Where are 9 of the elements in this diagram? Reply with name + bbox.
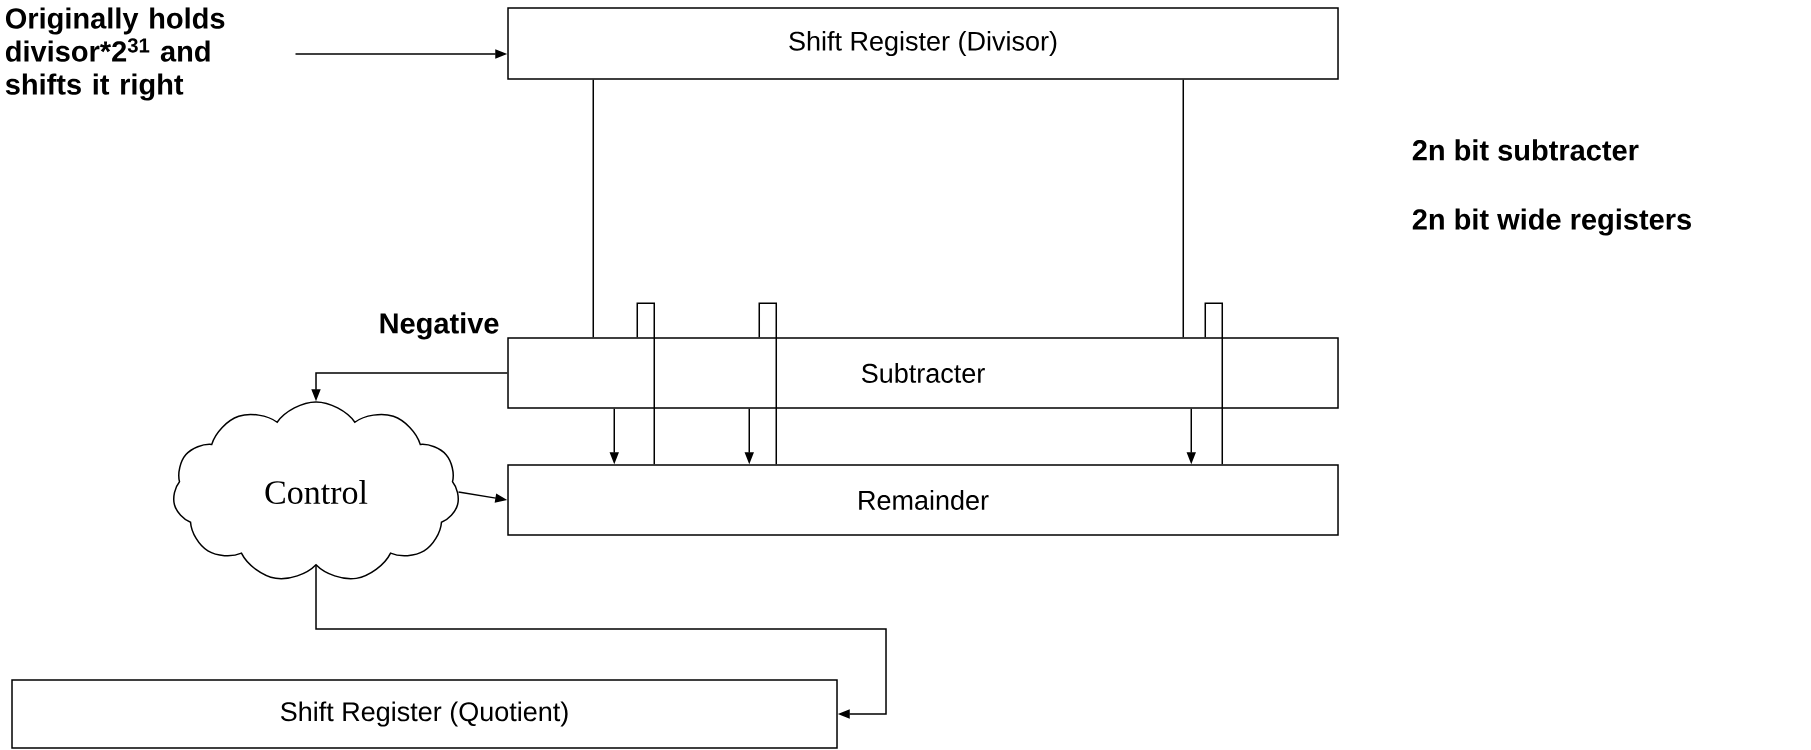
register-box: Remainder	[507, 464, 1339, 536]
register-box: Shift Register (Quotient)	[11, 679, 838, 749]
register-box: Shift Register (Divisor)	[507, 7, 1339, 80]
register-box: Subtracter	[507, 337, 1339, 409]
edge-label: Negative	[380, 312, 499, 340]
note-text: 2n bit wide registers	[1412, 208, 1691, 236]
control-cloud: Control	[173, 401, 459, 580]
note-text: 2n bit subtracter	[1412, 139, 1639, 161]
annotation-text: Originally holds divisor*2$^{31}$ and shifts it right	[5, 7, 225, 101]
